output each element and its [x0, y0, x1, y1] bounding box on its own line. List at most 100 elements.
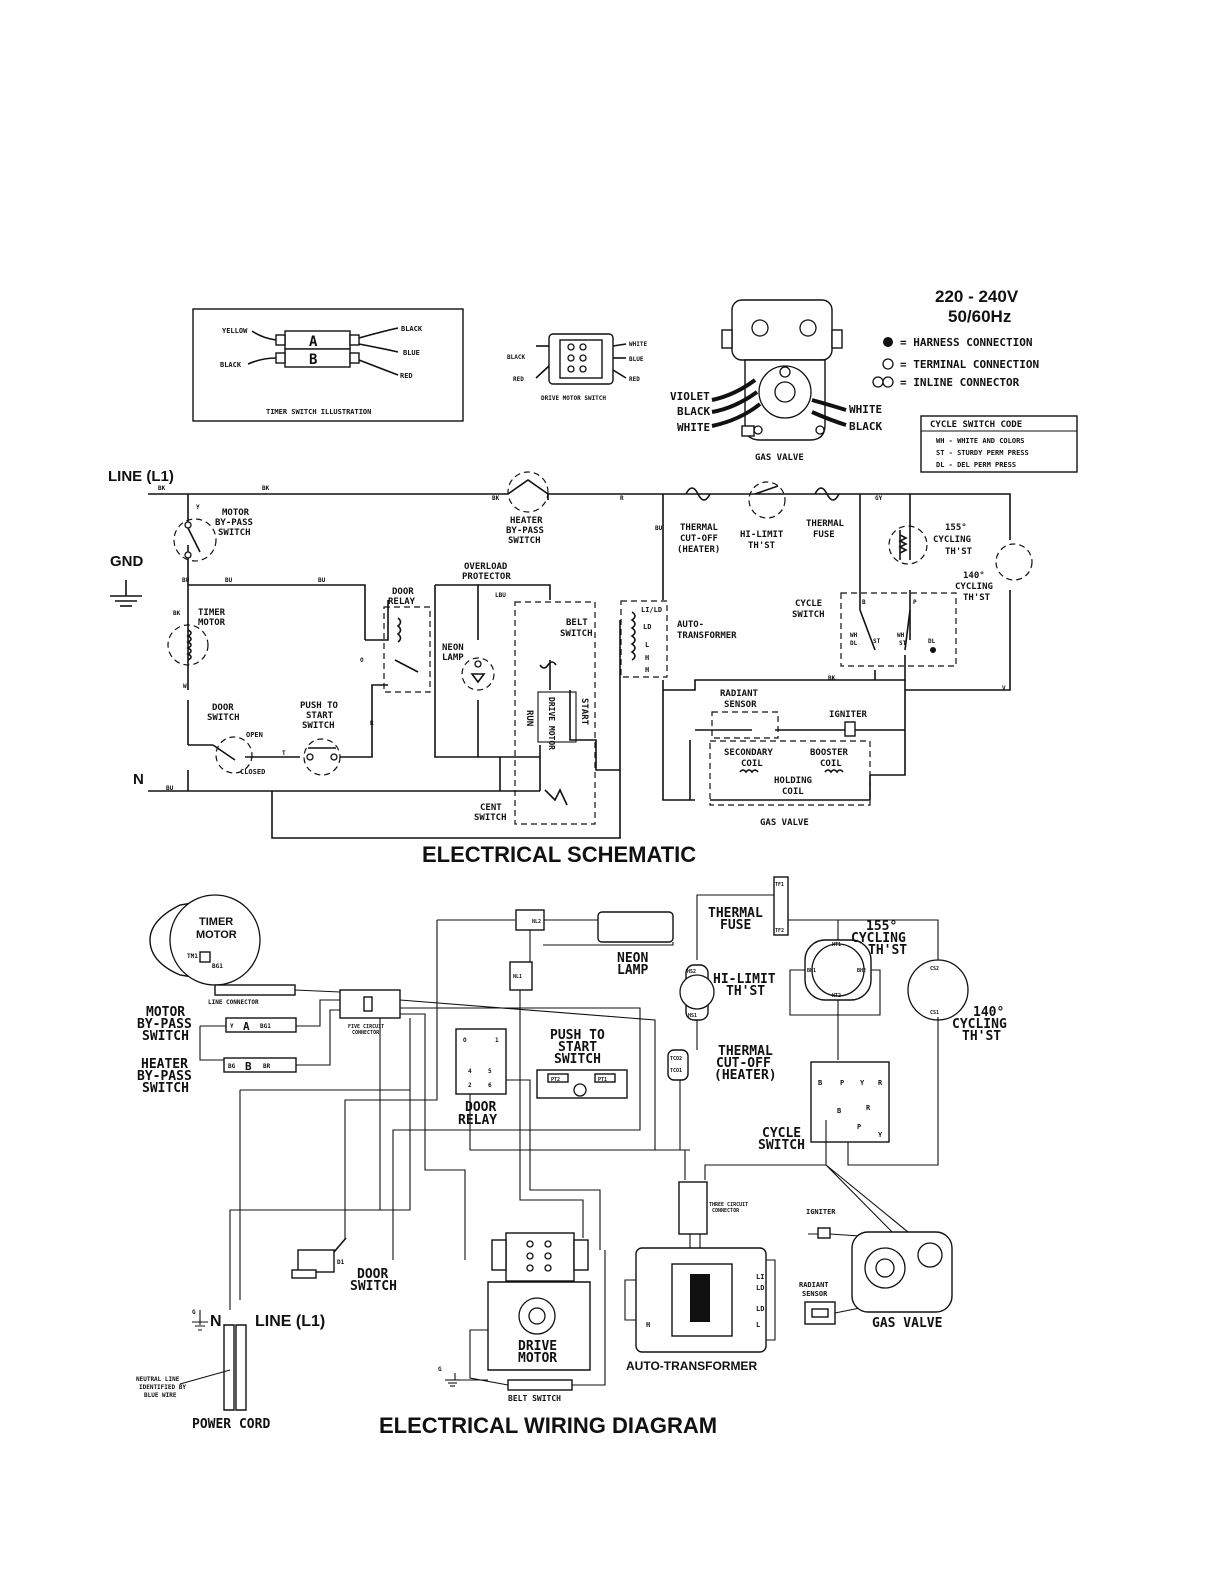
booster-coil-label: BOOSTER	[810, 748, 849, 758]
hi-limit-label: HI-LIMIT	[740, 530, 784, 540]
inline-ring-left-icon	[872, 376, 884, 388]
wire-code: BK	[492, 495, 500, 502]
wd-gas-valve-label: GAS VALVE	[872, 1316, 942, 1331]
wire-code: R	[370, 720, 374, 727]
gv-black-label: BLACK	[677, 405, 710, 418]
run-winding-label: RUN	[524, 710, 534, 726]
legend-terminal: = TERMINAL CONNECTION	[900, 358, 1039, 371]
cycling-140-label: 140°	[963, 571, 985, 581]
wd-cs2: CS2	[930, 966, 939, 972]
wd-neutral-note: NEUTRAL LINE	[136, 1376, 180, 1383]
secondary-coil-label: SECONDARY	[724, 748, 773, 758]
wd-three-circuit-label: THREE CIRCUIT	[709, 1202, 748, 1208]
thermal-cutoff-label: (HEATER)	[677, 545, 720, 555]
legend-harness: = HARNESS CONNECTION	[900, 336, 1032, 349]
thermal-fuse: THERMAL FUSE	[806, 487, 845, 540]
holding-coil-label: COIL	[782, 787, 804, 797]
wire-code: BU	[318, 577, 326, 584]
cycle-code-title: CYCLE SWITCH CODE	[930, 420, 1022, 430]
wd-c155-label: TH'ST	[868, 943, 907, 958]
wd-neutral-note: BLUE WIRE	[144, 1392, 177, 1399]
wd-heater-bypass: SWITCH	[142, 1081, 189, 1096]
wd-n-label: N	[210, 1313, 222, 1330]
cycling-155-label: CYCLING	[933, 535, 971, 545]
dms-black-label: BLACK	[507, 354, 525, 361]
wd-push-label: PUSH TO	[550, 1028, 605, 1043]
wd-gas-valve: IGNITER RADIANT SENSOR GAS VALVE	[799, 1208, 953, 1331]
cycle-term: WH	[850, 632, 858, 639]
neon-lamp: NEON LAMP	[442, 643, 495, 691]
wd-c155-label: 155°	[866, 919, 897, 934]
door-open-label: OPEN	[246, 731, 263, 739]
wd-drive-motor: DRIVE MOTOR BELT SWITCH G	[438, 1232, 606, 1403]
wiring-diagram-title: ELECTRICAL WIRING DIAGRAM	[379, 1413, 717, 1438]
wd-push-label: SWITCH	[554, 1052, 601, 1067]
ground-symbol-icon	[110, 580, 142, 607]
start-winding-label: START	[579, 698, 589, 726]
electrical-schematic: LINE (L1) GND N	[108, 468, 1033, 867]
overload-label: PROTECTOR	[462, 572, 511, 582]
thermal-fuse-label: THERMAL	[806, 519, 845, 529]
voltage-label: 220 - 240V	[935, 287, 1019, 306]
wd-heater-bypass: BY-PASS	[137, 1069, 192, 1084]
timer-motor: TIMER MOTOR	[167, 608, 226, 666]
wd-a-label: A	[243, 1020, 250, 1033]
booster-coil-label: COIL	[820, 759, 842, 769]
wd-neon-label: NEON	[617, 951, 648, 966]
schematic-title: ELECTRICAL SCHEMATIC	[422, 842, 696, 867]
thermal-fuse-label: FUSE	[813, 530, 835, 540]
wire-code: BK	[158, 485, 166, 492]
blue-wire-label: BLUE	[403, 349, 420, 357]
wire-code: O	[360, 657, 364, 664]
wd-neutral-note: IDENTIFIED BY	[139, 1384, 186, 1391]
heater-bypass-label: BY-PASS	[506, 526, 544, 536]
frequency-label: 50/60Hz	[948, 307, 1011, 326]
wd-pt1: PT1	[598, 1077, 607, 1083]
wd-bh2: BH2	[857, 968, 866, 974]
wd-tco-label: (HEATER)	[714, 1068, 777, 1083]
overload-label: OVERLOAD	[464, 562, 508, 572]
wd-at-term: H	[646, 1321, 650, 1329]
cycle-switch-label: SWITCH	[792, 610, 825, 620]
door-relay: DOOR RELAY	[383, 587, 431, 693]
wd-neon-lamp: NL2 NL1 NEON LAMP	[509, 909, 674, 991]
cent-switch-label: CENT	[480, 803, 502, 813]
wd-radiant-label: SENSOR	[802, 1290, 828, 1298]
cycle-switch: CYCLE SWITCH WH DL ST WH ST DL	[792, 592, 957, 667]
wd-hi-limit: HS2 HS1 HI-LIMIT TH'ST	[679, 964, 776, 1021]
wd-tf1: TF1	[775, 882, 784, 888]
wd-cs-term: P	[857, 1123, 861, 1131]
gv-caption: GAS VALVE	[755, 453, 804, 463]
wd-door-switch-label: DOOR	[357, 1267, 388, 1282]
thermal-cutoff-label: THERMAL	[680, 523, 719, 533]
dms-caption: DRIVE MOTOR SWITCH	[541, 395, 606, 402]
cycle-term: DL	[928, 638, 936, 645]
wd-tf2: TF2	[775, 928, 784, 934]
cycle-switch-code-box: CYCLE SWITCH CODE WH - WHITE AND COLORS …	[920, 415, 1078, 473]
wd-heater-bypass: HEATER	[141, 1057, 188, 1072]
wd-line-label: LINE (L1)	[255, 1313, 325, 1330]
belt-switch-label: BELT	[566, 618, 588, 628]
motor-bypass-label: MOTOR	[222, 508, 250, 518]
belt-switch-label: SWITCH	[560, 629, 593, 639]
wd-power-cord: G N LINE (L1) NEUTRAL LINE IDENTIFIED BY…	[136, 1309, 325, 1432]
wd-tco-label: CUT-OFF	[716, 1056, 771, 1071]
wd-cycle-label: SWITCH	[758, 1138, 805, 1153]
cycling-140-label: TH'ST	[963, 593, 991, 603]
black-wire-label: BLACK	[401, 325, 423, 333]
wd-power-cord-label: POWER CORD	[192, 1417, 270, 1432]
hi-limit-label: TH'ST	[748, 541, 776, 551]
wd-at-label: AUTO-TRANSFORMER	[626, 1359, 757, 1373]
dms-white-label: WHITE	[629, 341, 647, 348]
heater-bypass-label: HEATER	[510, 516, 543, 526]
switch-b-letter: B	[309, 352, 317, 368]
timer-switch-illustration: A B YELLOW BLACK BLACK BLUE RED TIMER SW…	[192, 308, 464, 422]
wire-code: BU	[225, 577, 233, 584]
hi-limit-thermostat: HI-LIMIT TH'ST	[740, 481, 786, 551]
cycle-code-row: WH - WHITE AND COLORS	[936, 437, 1025, 445]
wd-ht2: HT2	[832, 993, 841, 999]
wd-cycle-switch: B P Y R B R P Y CYCLE SWITCH	[704, 1061, 890, 1180]
wd-motor-bypass: SWITCH	[142, 1029, 189, 1044]
cycling-140-label: CYCLING	[955, 582, 993, 592]
